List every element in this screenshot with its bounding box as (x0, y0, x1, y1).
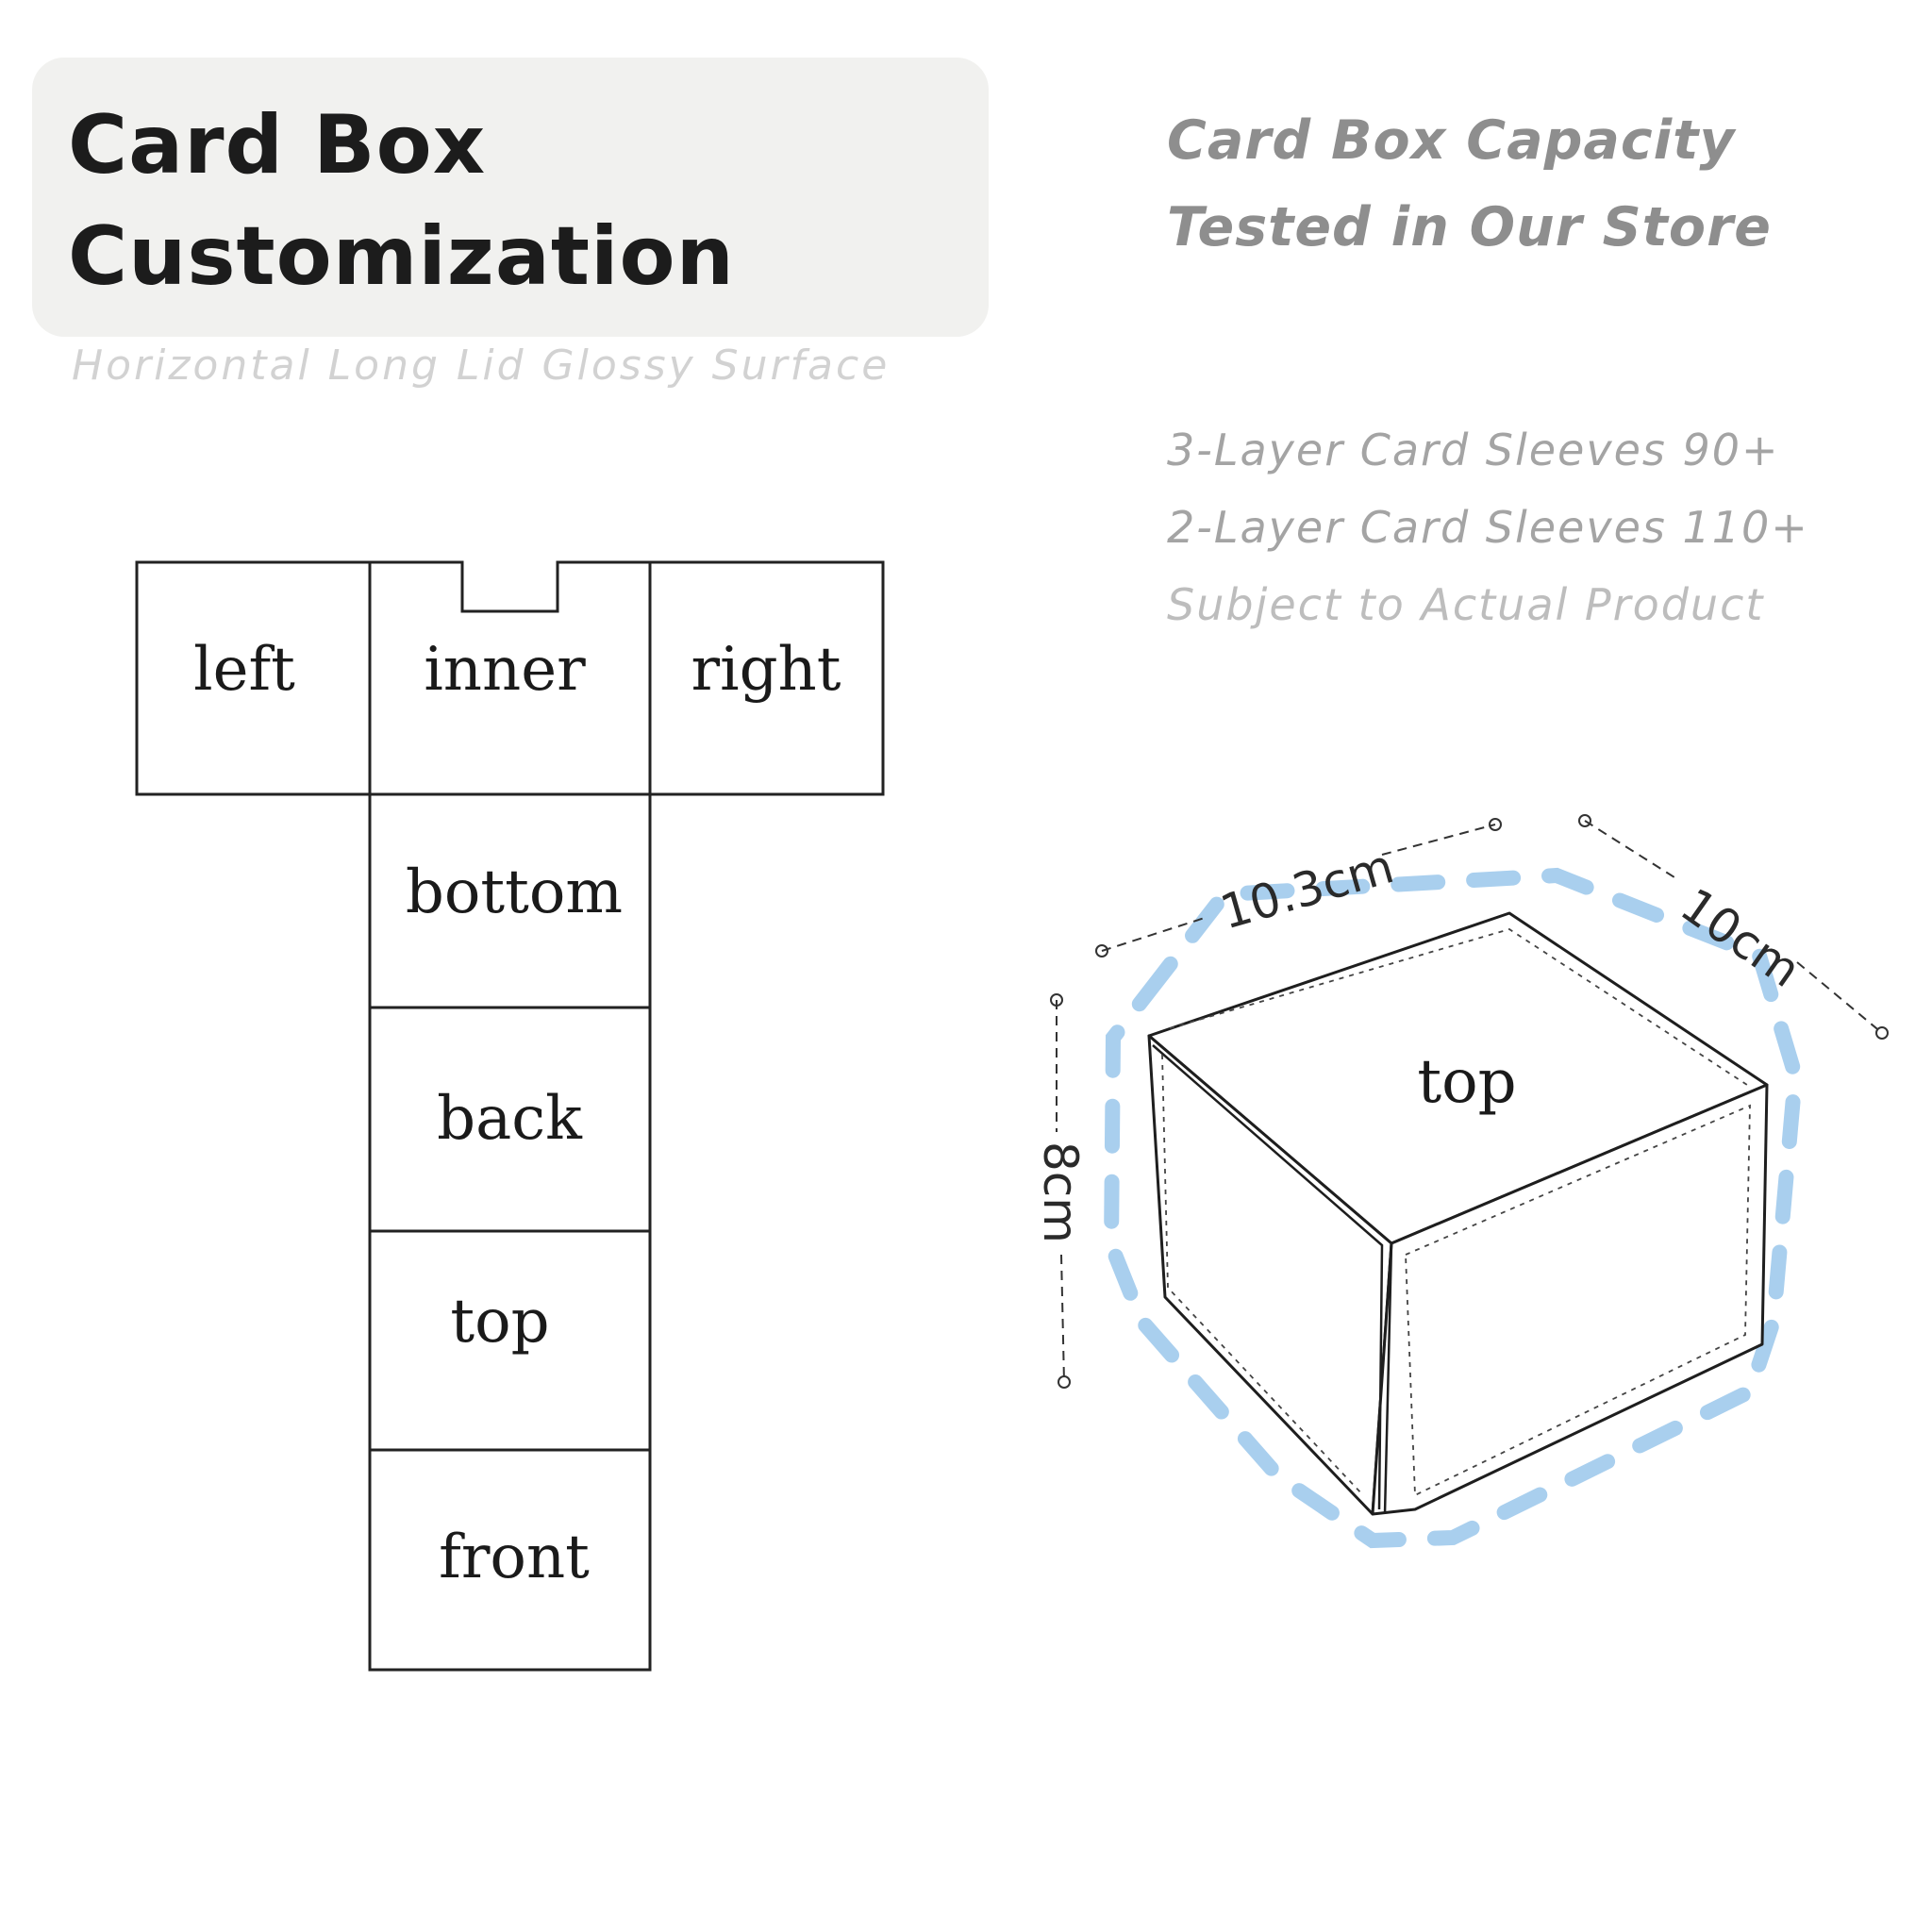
panel-label-bottom: bottom (406, 858, 623, 927)
capacity-outline (1103, 867, 1804, 1549)
page-subtitle: Horizontal Long Lid Glossy Surface (72, 341, 891, 390)
capacity-line-disclaimer: Subject to Actual Product (1167, 579, 1765, 630)
box-front-face (1371, 1083, 1769, 1516)
capacity-heading-line-1: Card Box Capacity (1167, 109, 1736, 172)
panel-right (648, 560, 885, 796)
dimension-height-label: 8cm (1033, 1141, 1088, 1243)
panel-label-inner: inner (424, 635, 586, 705)
dimension-width-label: 10.3cm (1214, 839, 1399, 940)
dimension-width (1101, 824, 1496, 952)
panel-label-right: right (691, 635, 841, 705)
panel-label-left: left (193, 635, 295, 705)
panel-front (368, 1448, 652, 1672)
panel-label-top: top (450, 1287, 549, 1357)
dimension-height (1056, 1000, 1065, 1383)
box-3d-illustration: top (1103, 867, 1804, 1549)
panel-label-back: back (437, 1084, 583, 1154)
page-title-line-2: Customization (68, 209, 735, 304)
title-card (32, 58, 989, 337)
box-top-label: top (1417, 1047, 1516, 1117)
dimension-depth-label: 10cm (1671, 877, 1810, 998)
panel-label-front: front (439, 1523, 590, 1592)
page-title-line-1: Card Box (68, 98, 487, 192)
capacity-line-3-layer: 3-Layer Card Sleeves 90+ (1167, 425, 1780, 475)
dimension-depth (1584, 820, 1883, 1034)
capacity-heading-line-2: Tested in Our Store (1167, 196, 1772, 258)
capacity-line-2-layer: 2-Layer Card Sleeves 110+ (1167, 502, 1809, 553)
